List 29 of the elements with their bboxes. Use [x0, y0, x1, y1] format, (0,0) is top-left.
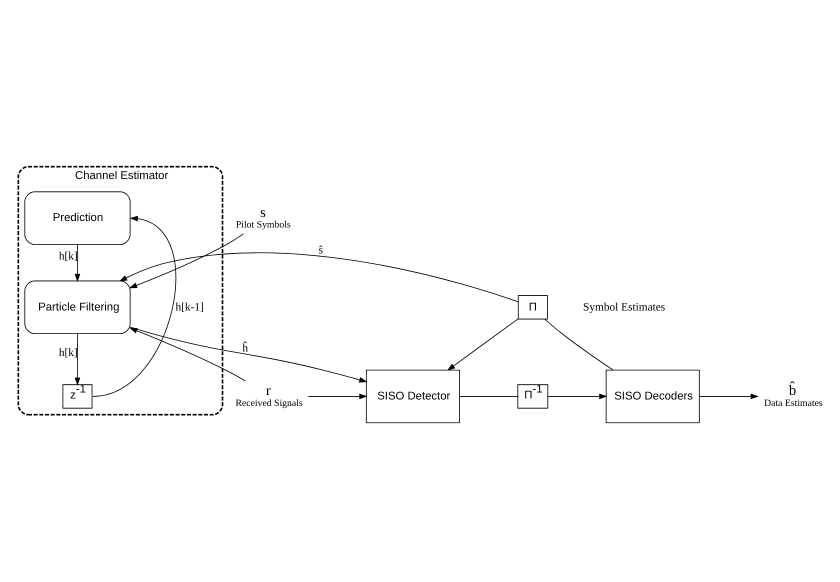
- arrow: [129, 327, 246, 381]
- edge-label: ĥ: [242, 342, 248, 354]
- edge-label: h[k-1]: [176, 300, 204, 313]
- arrow: [119, 252, 518, 302]
- arrow: [548, 393, 608, 399]
- arrow: [74, 332, 80, 386]
- node-box: Prediction: [24, 190, 131, 244]
- node-label: Data Estimates: [764, 397, 823, 408]
- node-box: Π: [518, 294, 548, 319]
- arrow: [130, 326, 368, 382]
- arrow: [447, 318, 519, 370]
- arrow: [129, 232, 244, 288]
- arrow: [74, 244, 80, 282]
- edge-label: ŝ: [318, 244, 324, 256]
- node-label: Pilot Symbols: [236, 219, 291, 230]
- node-text: r: [266, 382, 271, 399]
- node-box: Particle Filtering: [24, 280, 131, 334]
- label: Symbol Estimates: [583, 300, 666, 313]
- node-box: SISO Detector: [366, 369, 460, 423]
- node-label: Received Signals: [235, 397, 303, 408]
- connector: [544, 318, 614, 370]
- arrow: [92, 215, 176, 396]
- node-text: b̂: [788, 382, 796, 399]
- edge-label: h[k]: [58, 250, 78, 262]
- edge-label: h[k]: [58, 346, 78, 358]
- node-box: SISO Decoders: [606, 369, 700, 423]
- arrow: [699, 393, 759, 399]
- arrow: [308, 393, 368, 399]
- node-text: s: [260, 204, 266, 220]
